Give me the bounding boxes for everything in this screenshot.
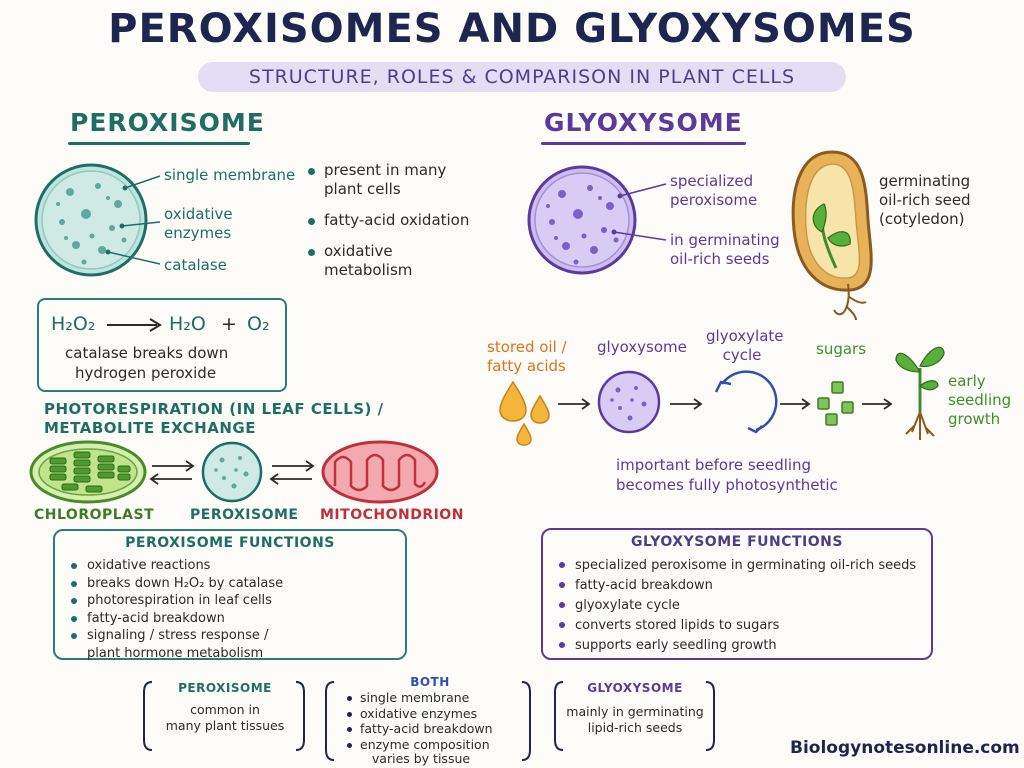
equation-reactant: H₂O₂ (51, 313, 96, 335)
list-item: photorespiration in leaf cells (71, 592, 405, 610)
comparison-both-list: single membrane oxidative enzymes fatty-… (346, 690, 526, 752)
list-item: converts stored lipids to sugars (559, 616, 931, 636)
pathway-arrow-icon (558, 398, 591, 410)
pathway-note-line2: becomes fully photosynthetic (616, 476, 838, 494)
exchange-arrows-right-icon (269, 460, 315, 485)
sugar-cubes-icon (817, 381, 854, 426)
pathway-label-glyoxysome: glyoxysome (597, 338, 687, 356)
footer-credit: Biologynotesonline.com (790, 738, 1020, 758)
peroxisome-heading-underline (68, 142, 250, 145)
peroxisome-heading: PEROXISOME (70, 108, 265, 137)
peroxisome-functions-box: PEROXISOME FUNCTIONS oxidative reactions… (53, 529, 407, 662)
list-item: fatty-acid breakdown (559, 576, 931, 596)
comparison-both-extra: varies by tissue (371, 751, 471, 766)
comparison-glyoxysome-heading: GLYOXYSOME (587, 681, 683, 695)
oil-droplets-icon (499, 380, 550, 446)
mitochondrion-icon (321, 440, 439, 504)
list-item: enzyme composition (346, 737, 526, 753)
reaction-arrow-icon (107, 318, 162, 332)
pathway-glyoxysome-icon (597, 370, 661, 434)
subtitle-banner: STRUCTURE, ROLES & COMPARISON IN PLANT C… (198, 62, 846, 92)
list-item: breaks down H₂O₂ by catalase (71, 575, 405, 593)
chloroplast-label: CHLOROPLAST (34, 507, 155, 523)
pathway-arrow-icon (780, 398, 811, 410)
peroxisome-organelle-label: PEROXISOME (190, 507, 299, 523)
equation-plus: + (221, 313, 237, 335)
glyoxysome-functions-heading: GLYOXYSOME FUNCTIONS (631, 534, 843, 550)
pathway-label-sugars: sugars (816, 340, 867, 358)
glyoxysome-heading-underline (541, 142, 746, 145)
equation-product-water: H₂O (169, 313, 206, 335)
label-catalase: catalase (164, 256, 227, 274)
label-in-germinating: in germinating (670, 231, 780, 249)
list-item: supports early seedling growth (559, 636, 931, 656)
pathway-note-line1: important before seedling (616, 456, 812, 474)
glyoxysome-functions-box: GLYOXYSOME FUNCTIONS specialized peroxis… (541, 528, 933, 660)
list-item: single membrane (346, 690, 526, 706)
equation-product-oxygen: O₂ (247, 313, 270, 335)
pathway-label-stored-oil: stored oil /fatty acids (487, 338, 567, 375)
glyoxysome-heading: GLYOXYSOME (544, 108, 743, 137)
seed-caption-line3: (cotyledon) (879, 210, 965, 228)
small-peroxisome-icon (201, 441, 263, 503)
list-item: specialized peroxisome in germinating oi… (559, 556, 931, 576)
pathway-arrow-icon (670, 398, 703, 410)
bullet-item: fatty-acid oxidation (306, 211, 496, 230)
chloroplast-icon (29, 440, 147, 504)
label-oxidative: oxidative (164, 205, 233, 223)
list-item: fatty-acid breakdown (346, 721, 526, 737)
pathway-arrow-icon (862, 398, 893, 410)
peroxisome-organelle-icon (34, 163, 148, 277)
list-item: oxidative reactions (71, 557, 405, 575)
list-item: signaling / stress response /plant hormo… (71, 627, 405, 662)
mitochondrion-label: MITOCHONDRION (320, 507, 464, 523)
label-enzymes: enzymes (164, 224, 232, 242)
comparison-peroxisome-heading: PEROXISOME (178, 681, 272, 695)
list-item: glyoxylate cycle (559, 596, 931, 616)
exchange-arrows-left-icon (149, 460, 195, 485)
page-title: PEROXISOMES AND GLYOXYSOMES (108, 6, 916, 52)
peroxisome-functions-list: oxidative reactions breaks down H₂O₂ by … (71, 557, 405, 662)
label-single-membrane: single membrane (164, 166, 296, 184)
peroxisome-functions-heading: PEROXISOME FUNCTIONS (125, 535, 335, 551)
label-peroxisome: peroxisome (670, 191, 758, 209)
equation-note-line2: hydrogen peroxide (75, 364, 217, 382)
glyoxylate-cycle-icon (714, 370, 778, 434)
glyoxysome-functions-list: specialized peroxisome in germinating oi… (559, 556, 931, 656)
catalase-equation-box: H₂O₂ H₂O + O₂ catalase breaks down hydro… (37, 298, 287, 392)
comparison-both-heading: BOTH (410, 675, 450, 689)
list-item: oxidative enzymes (346, 706, 526, 722)
label-oil-rich-seeds: oil-rich seeds (670, 250, 770, 268)
seed-caption-line1: germinating (879, 172, 971, 190)
glyoxysome-organelle-icon (527, 165, 637, 275)
seedling-icon (895, 346, 945, 440)
list-item: fatty-acid breakdown (71, 610, 405, 628)
label-specialized: specialized (670, 172, 754, 190)
germinating-seed-icon (791, 150, 873, 321)
seed-caption-line2: oil-rich seed (879, 191, 971, 209)
equation-note-line1: catalase breaks down (65, 344, 229, 362)
photorespiration-heading: PHOTORESPIRATION (IN LEAF CELLS) /METABO… (44, 400, 384, 437)
